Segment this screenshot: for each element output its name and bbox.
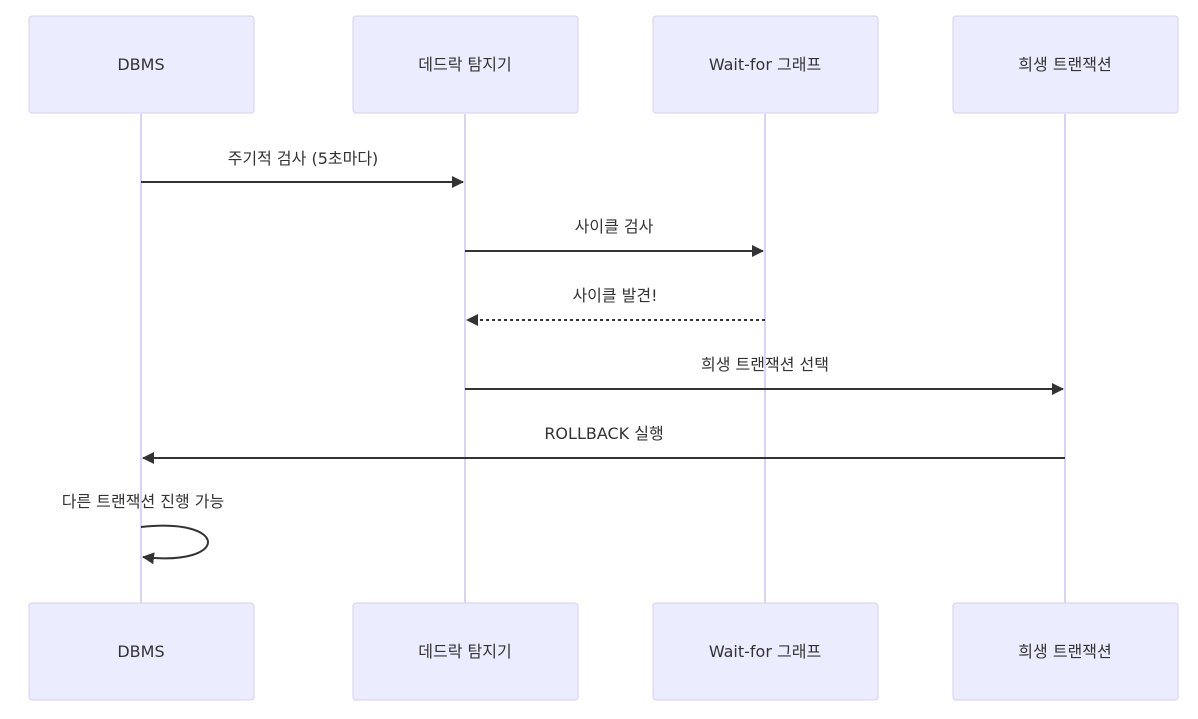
message-label: 주기적 검사 (5초마다)	[228, 149, 379, 168]
actor-dbms-bottom: DBMS	[28, 602, 255, 701]
actor-victim-bottom: 희생 트랜잭션	[952, 602, 1179, 701]
message-cycle-check: 사이클 검사	[465, 217, 764, 257]
actor-label: Wait-for 그래프	[709, 55, 821, 74]
actor-label: 데드락 탐지기	[418, 642, 511, 661]
actor-detector-bottom: 데드락 탐지기	[352, 602, 579, 701]
message-label: 사이클 검사	[575, 217, 654, 236]
actor-waitfor-bottom: Wait-for 그래프	[652, 602, 879, 701]
message-cycle-found: 사이클 발견!	[466, 286, 765, 326]
message-select-victim: 희생 트랜잭션 선택	[465, 355, 1064, 395]
message-label: 다른 트랜잭션 진행 가능	[62, 492, 224, 511]
message-rollback: ROLLBACK 실행	[142, 424, 1065, 464]
actor-waitfor-top: Wait-for 그래프	[652, 15, 879, 114]
actor-label: DBMS	[117, 642, 164, 661]
actor-label: 희생 트랜잭션	[1018, 55, 1111, 74]
actor-detector-top: 데드락 탐지기	[352, 15, 579, 114]
actor-dbms-top: DBMS	[28, 15, 255, 114]
message-periodic-check: 주기적 검사 (5초마다)	[141, 149, 464, 188]
actor-label: DBMS	[117, 55, 164, 74]
message-label: ROLLBACK 실행	[544, 424, 663, 443]
actor-label: 희생 트랜잭션	[1018, 642, 1111, 661]
actor-label: 데드락 탐지기	[418, 55, 511, 74]
message-label: 사이클 발견!	[572, 286, 657, 305]
message-self-proceed: 다른 트랜잭션 진행 가능	[62, 492, 224, 565]
message-label: 희생 트랜잭션 선택	[701, 355, 829, 374]
message-arrow	[140, 524, 209, 565]
actor-label: Wait-for 그래프	[709, 642, 821, 661]
actor-victim-top: 희생 트랜잭션	[952, 15, 1179, 114]
